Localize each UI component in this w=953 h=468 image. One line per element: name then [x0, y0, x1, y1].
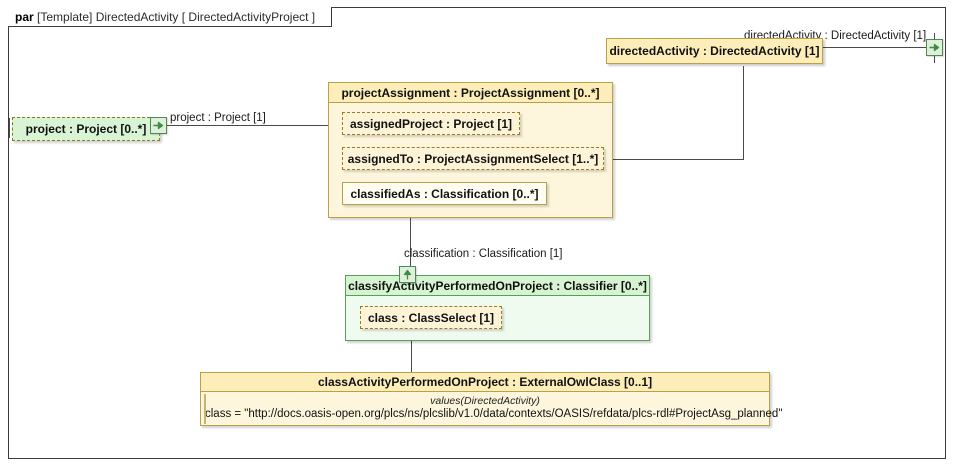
owl-left-accent-bar [204, 394, 206, 424]
node-external-owl-class-title: classActivityPerformedOnProject : Extern… [201, 373, 769, 392]
edge-label-classification-binding: classification : Classification [1] [404, 248, 563, 260]
part-classified-as[interactable]: classifiedAs : Classification [0..*] [342, 182, 547, 205]
part-class-select[interactable]: class : ClassSelect [1] [360, 306, 502, 329]
node-external-owl-class[interactable]: classActivityPerformedOnProject : Extern… [200, 372, 783, 426]
classifier-arrow-up-port-icon[interactable] [399, 266, 416, 283]
directed-activity-arrow-right-port-icon[interactable] [926, 39, 943, 56]
part-class-select-label: class : ClassSelect [1] [367, 310, 495, 325]
frame-keyword: par [15, 10, 34, 24]
connector-classifiedas-to-classifier [410, 207, 411, 271]
owl-values-stereotype: values(DirectedActivity) [430, 395, 540, 407]
node-classifier-title: classifyActivityPerformedOnProject : Cla… [346, 276, 649, 296]
node-project-assignment[interactable]: projectAssignment : ProjectAssignment [0… [328, 82, 613, 218]
connector-directedactivity-to-port [746, 47, 926, 48]
part-classified-as-label: classifiedAs : Classification [0..*] [350, 186, 539, 201]
node-directed-activity[interactable]: directedActivity : DirectedActivity [1] [606, 38, 823, 64]
connector-project-to-assignedproject [166, 125, 336, 126]
node-project-assignment-title: projectAssignment : ProjectAssignment [0… [329, 83, 612, 103]
node-external-owl-class-body: values(DirectedActivity) class = "http:/… [201, 393, 783, 424]
node-project-title: project : Project [0..*] [25, 122, 147, 136]
edge-label-project-binding: project : Project [1] [170, 112, 266, 124]
frame-left-port-tick [9, 118, 10, 138]
project-arrow-right-port-icon[interactable] [150, 117, 167, 134]
par-frame [8, 7, 946, 459]
owl-class-assignment: class = "http://docs.oasis-open.org/plcs… [205, 408, 783, 420]
part-assigned-to[interactable]: assignedTo : ProjectAssignmentSelect [1.… [342, 147, 604, 170]
frame-right-port-tick-bottom [934, 55, 935, 63]
part-assigned-project[interactable]: assignedProject : Project [1] [342, 112, 520, 135]
connector-assignedto-vertical [743, 66, 744, 160]
connector-class-to-owlclass [411, 331, 412, 372]
node-project[interactable]: project : Project [0..*] [12, 117, 160, 141]
node-directed-activity-title: directedActivity : DirectedActivity [1] [609, 44, 820, 58]
connector-assignedto-horizontal [604, 159, 743, 160]
frame-right-port-tick-top [934, 33, 935, 40]
part-assigned-to-label: assignedTo : ProjectAssignmentSelect [1.… [347, 151, 599, 166]
part-assigned-project-label: assignedProject : Project [1] [349, 116, 513, 131]
frame-title-tab: par [Template] DirectedActivity [ Direct… [8, 7, 333, 27]
node-classifier[interactable]: classifyActivityPerformedOnProject : Cla… [345, 275, 650, 341]
frame-label: [Template] DirectedActivity [ DirectedAc… [37, 10, 316, 24]
